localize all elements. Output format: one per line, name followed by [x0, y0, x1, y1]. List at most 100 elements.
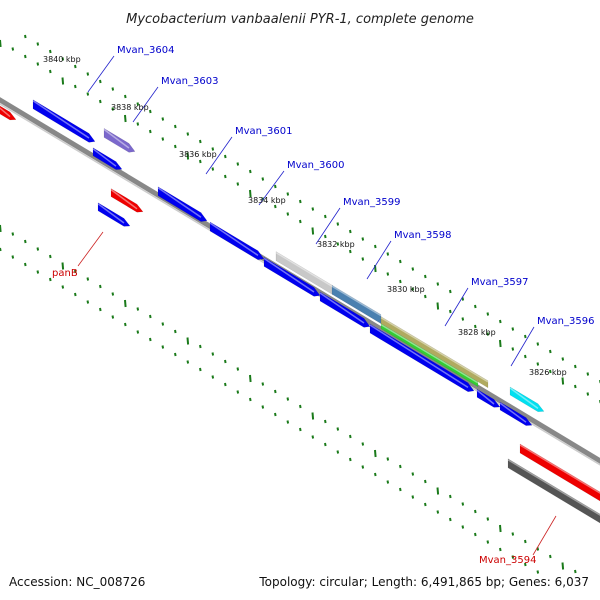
rna-left-shine [0, 107, 11, 118]
ruler-tick [524, 354, 527, 359]
ruler-tick [49, 254, 52, 259]
cds-lower-4-body [369, 323, 475, 393]
gene-label-mvan-3599[interactable]: Mvan_3599 [343, 197, 400, 208]
rna-mvan-3594 [519, 443, 600, 502]
ruler-tick [49, 69, 52, 74]
ruler-tick [349, 434, 352, 439]
ruler-tick [61, 57, 65, 61]
ruler-tick [111, 292, 115, 296]
rna-mvan-3594-body [519, 443, 600, 502]
gene-label-panb[interactable]: panB [52, 268, 78, 279]
ruler-tick [386, 252, 390, 256]
ruler-tick [86, 92, 90, 96]
ruler-tick [224, 154, 227, 159]
ruler-tick [211, 147, 215, 151]
ruler-tick [574, 384, 577, 389]
ruler-tick [286, 420, 290, 424]
ruler-tick [524, 539, 527, 544]
ruler-tick [236, 162, 240, 166]
ruler-tick [261, 382, 265, 386]
ruler-tick [111, 107, 115, 111]
ruler-tick [86, 277, 90, 281]
ruler-tick [124, 114, 127, 123]
cds-lower-5 [476, 388, 501, 408]
ruler-tick [186, 132, 190, 136]
ruler-tick [186, 337, 190, 345]
ruler-tick [511, 555, 515, 559]
rna-left-body [0, 105, 17, 121]
ruler-tick [499, 319, 502, 324]
cds-mvan-3599-shine [331, 285, 382, 317]
leader-line [532, 515, 557, 556]
ruler-tick [111, 315, 115, 319]
ruler-tick [161, 345, 165, 349]
ruler-tick [199, 344, 202, 349]
cds-mvan-3598-shine [380, 316, 489, 383]
gene-label-mvan-3594[interactable]: Mvan_3594 [479, 555, 536, 566]
ruler-tick [136, 307, 140, 311]
ruler-tick [349, 457, 352, 462]
ruler-tick [486, 540, 490, 544]
cds-panb-region-shine [97, 203, 125, 224]
ruler-tick [0, 224, 2, 233]
cds-mvan-3598-body [380, 316, 489, 389]
ruler-tick [486, 332, 490, 336]
ruler-tick [149, 129, 152, 134]
ruler-tick [311, 435, 315, 439]
cds-mvan-3601-body [157, 186, 208, 222]
ruler-tick [261, 405, 265, 409]
cds-lower-4 [369, 323, 475, 393]
gene-features [0, 99, 600, 524]
ruler-tick [186, 152, 190, 160]
ruler-tick [561, 357, 565, 361]
ruler-tick [186, 360, 190, 364]
ruler-tick [324, 442, 327, 447]
ruler-tick [124, 322, 127, 327]
gene-label-mvan-3604[interactable]: Mvan_3604 [117, 45, 174, 56]
ruler-tick [374, 244, 377, 249]
ruler-tick [386, 272, 390, 276]
ruler-tick [274, 204, 277, 209]
accession-text: Accession: NC_008726 [9, 575, 145, 589]
gene-label-mvan-3603[interactable]: Mvan_3603 [161, 76, 218, 87]
ruler-tick [324, 214, 327, 219]
ruler-tick [124, 299, 127, 308]
ruler-label-3826: 3826 kbp [529, 368, 567, 377]
cds-mvan-3601 [157, 186, 208, 222]
ruler-tick [11, 232, 15, 236]
ruler-tick [336, 222, 340, 226]
ruler-tick [161, 117, 165, 121]
ruler-tick [174, 124, 177, 129]
ruler-tick [561, 377, 565, 385]
ruler-tick [161, 137, 165, 141]
ruler-label-3836: 3836 kbp [179, 150, 217, 159]
ruler-tick [336, 450, 340, 454]
leader-line [510, 326, 535, 367]
gene-label-mvan-3596[interactable]: Mvan_3596 [537, 316, 594, 327]
ruler-tick [524, 334, 527, 339]
gene-dark-right-body [507, 458, 600, 524]
ruler-tick [249, 374, 252, 383]
ruler-tick [561, 562, 565, 570]
ruler-tick [574, 364, 577, 369]
ruler-tick [49, 277, 52, 282]
ruler-tick [149, 314, 152, 319]
gene-label-mvan-3597[interactable]: Mvan_3597 [471, 277, 528, 288]
gene-label-mvan-3598[interactable]: Mvan_3598 [394, 230, 451, 241]
cds-lower-6-shine [499, 402, 527, 423]
gene-label-mvan-3601[interactable]: Mvan_3601 [235, 126, 292, 137]
ruler-tick [411, 267, 415, 271]
ruler-tick [424, 294, 427, 299]
ruler-tick [149, 109, 152, 114]
cds-mvan-3600b [263, 256, 321, 297]
ruler-tick [586, 372, 590, 376]
ruler-tick [111, 87, 115, 91]
ruler-tick [324, 419, 327, 424]
gene-label-mvan-3600[interactable]: Mvan_3600 [287, 160, 344, 171]
ruler-tick [536, 547, 540, 551]
ruler-tick [461, 525, 465, 529]
cds-mvan-3603 [103, 127, 136, 153]
ruler-tick [211, 375, 215, 379]
